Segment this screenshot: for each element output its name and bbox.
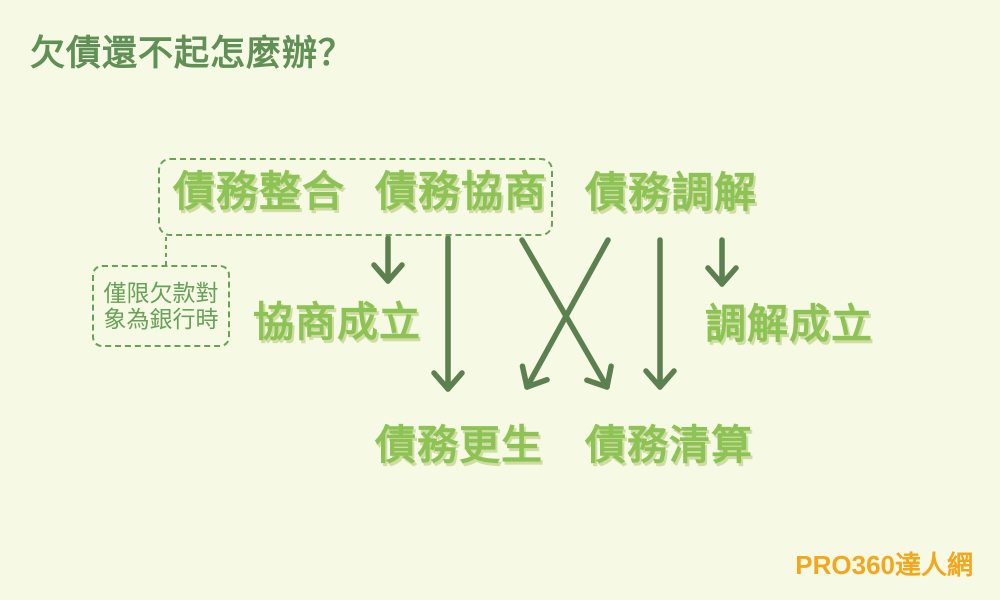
node-debt-consolidation: 債務整合 <box>173 168 346 215</box>
bank-only-note-box: 僅限欠款對 象為銀行時 <box>92 265 230 347</box>
arrow-mediation-to-rehabilitation <box>519 237 611 390</box>
node-debt-liquidation: 債務清算 <box>585 422 753 468</box>
node-debt-rehabilitation: 債務更生 <box>375 422 543 468</box>
arrow-negotiation-to-liquidation <box>519 237 614 390</box>
node-debt-mediation: 債務調解 <box>585 169 758 216</box>
node-debt-negotiation: 債務協商 <box>375 168 548 215</box>
bank-options-group-box <box>158 158 553 236</box>
page-title: 欠債還不起怎麼辦？ <box>30 34 355 73</box>
watermark-logo-text: PRO360達人網 <box>795 550 973 580</box>
bank-only-note-line1: 僅限欠款對 <box>103 280 219 306</box>
node-negotiation-success: 協商成立 <box>253 299 421 345</box>
bank-only-note-line2: 象為銀行時 <box>103 306 219 332</box>
node-mediation-success: 調解成立 <box>705 301 873 347</box>
